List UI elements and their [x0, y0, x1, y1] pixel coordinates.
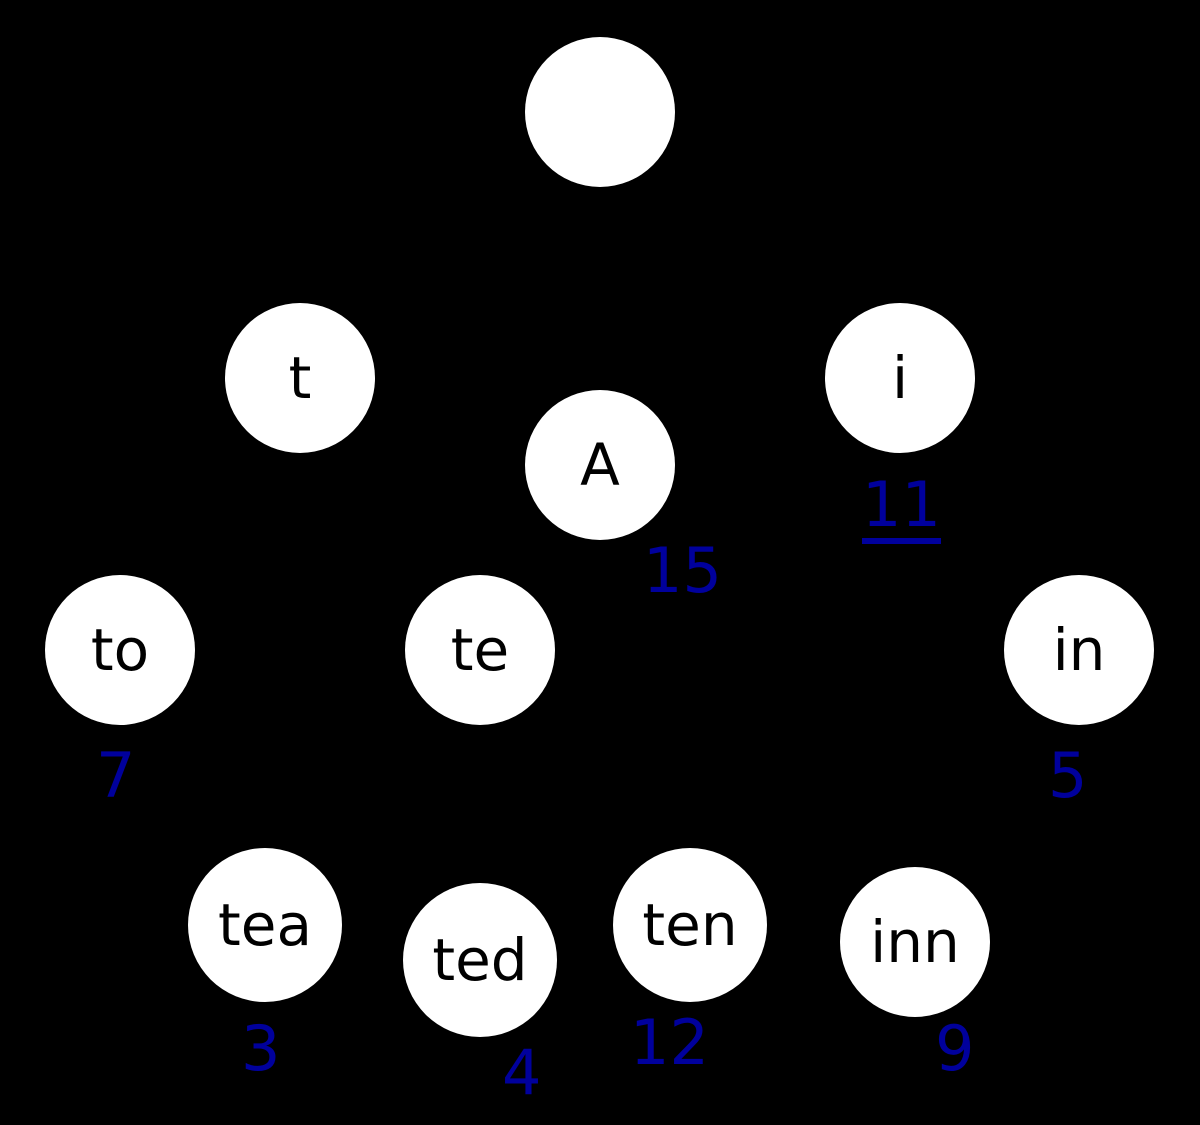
node-label-tea: tea [218, 891, 312, 959]
trie-node-inn: inn [840, 867, 990, 1017]
node-label-to: to [90, 616, 150, 684]
node-value-in: 5 [1048, 739, 1088, 812]
node-label-in: in [1052, 616, 1106, 684]
node-value-A: 15 [643, 534, 722, 607]
trie-node-i: i [825, 303, 975, 453]
node-value-ted: 4 [502, 1036, 542, 1109]
trie-node-A: A [525, 390, 675, 540]
trie-node-root [525, 37, 675, 187]
trie-node-in: in [1004, 575, 1154, 725]
trie-node-ten: ten [613, 848, 767, 1002]
trie-node-t: t [225, 303, 375, 453]
node-value-inn: 9 [935, 1012, 975, 1085]
node-value-tea: 3 [241, 1012, 281, 1085]
trie-node-to: to [45, 575, 195, 725]
node-label-i: i [891, 344, 909, 412]
node-label-ted: ted [432, 926, 528, 994]
node-label-te: te [450, 616, 510, 684]
trie-node-ted: ted [403, 883, 557, 1037]
node-label-inn: inn [870, 908, 960, 976]
trie-node-te: te [405, 575, 555, 725]
trie-node-tea: tea [188, 848, 342, 1002]
node-value-ten: 12 [630, 1006, 709, 1079]
node-label-A: A [580, 431, 620, 499]
node-value-to: 7 [96, 739, 136, 812]
node-label-t: t [288, 344, 312, 412]
node-value-i: 11 [862, 474, 941, 544]
node-label-ten: ten [642, 891, 738, 959]
